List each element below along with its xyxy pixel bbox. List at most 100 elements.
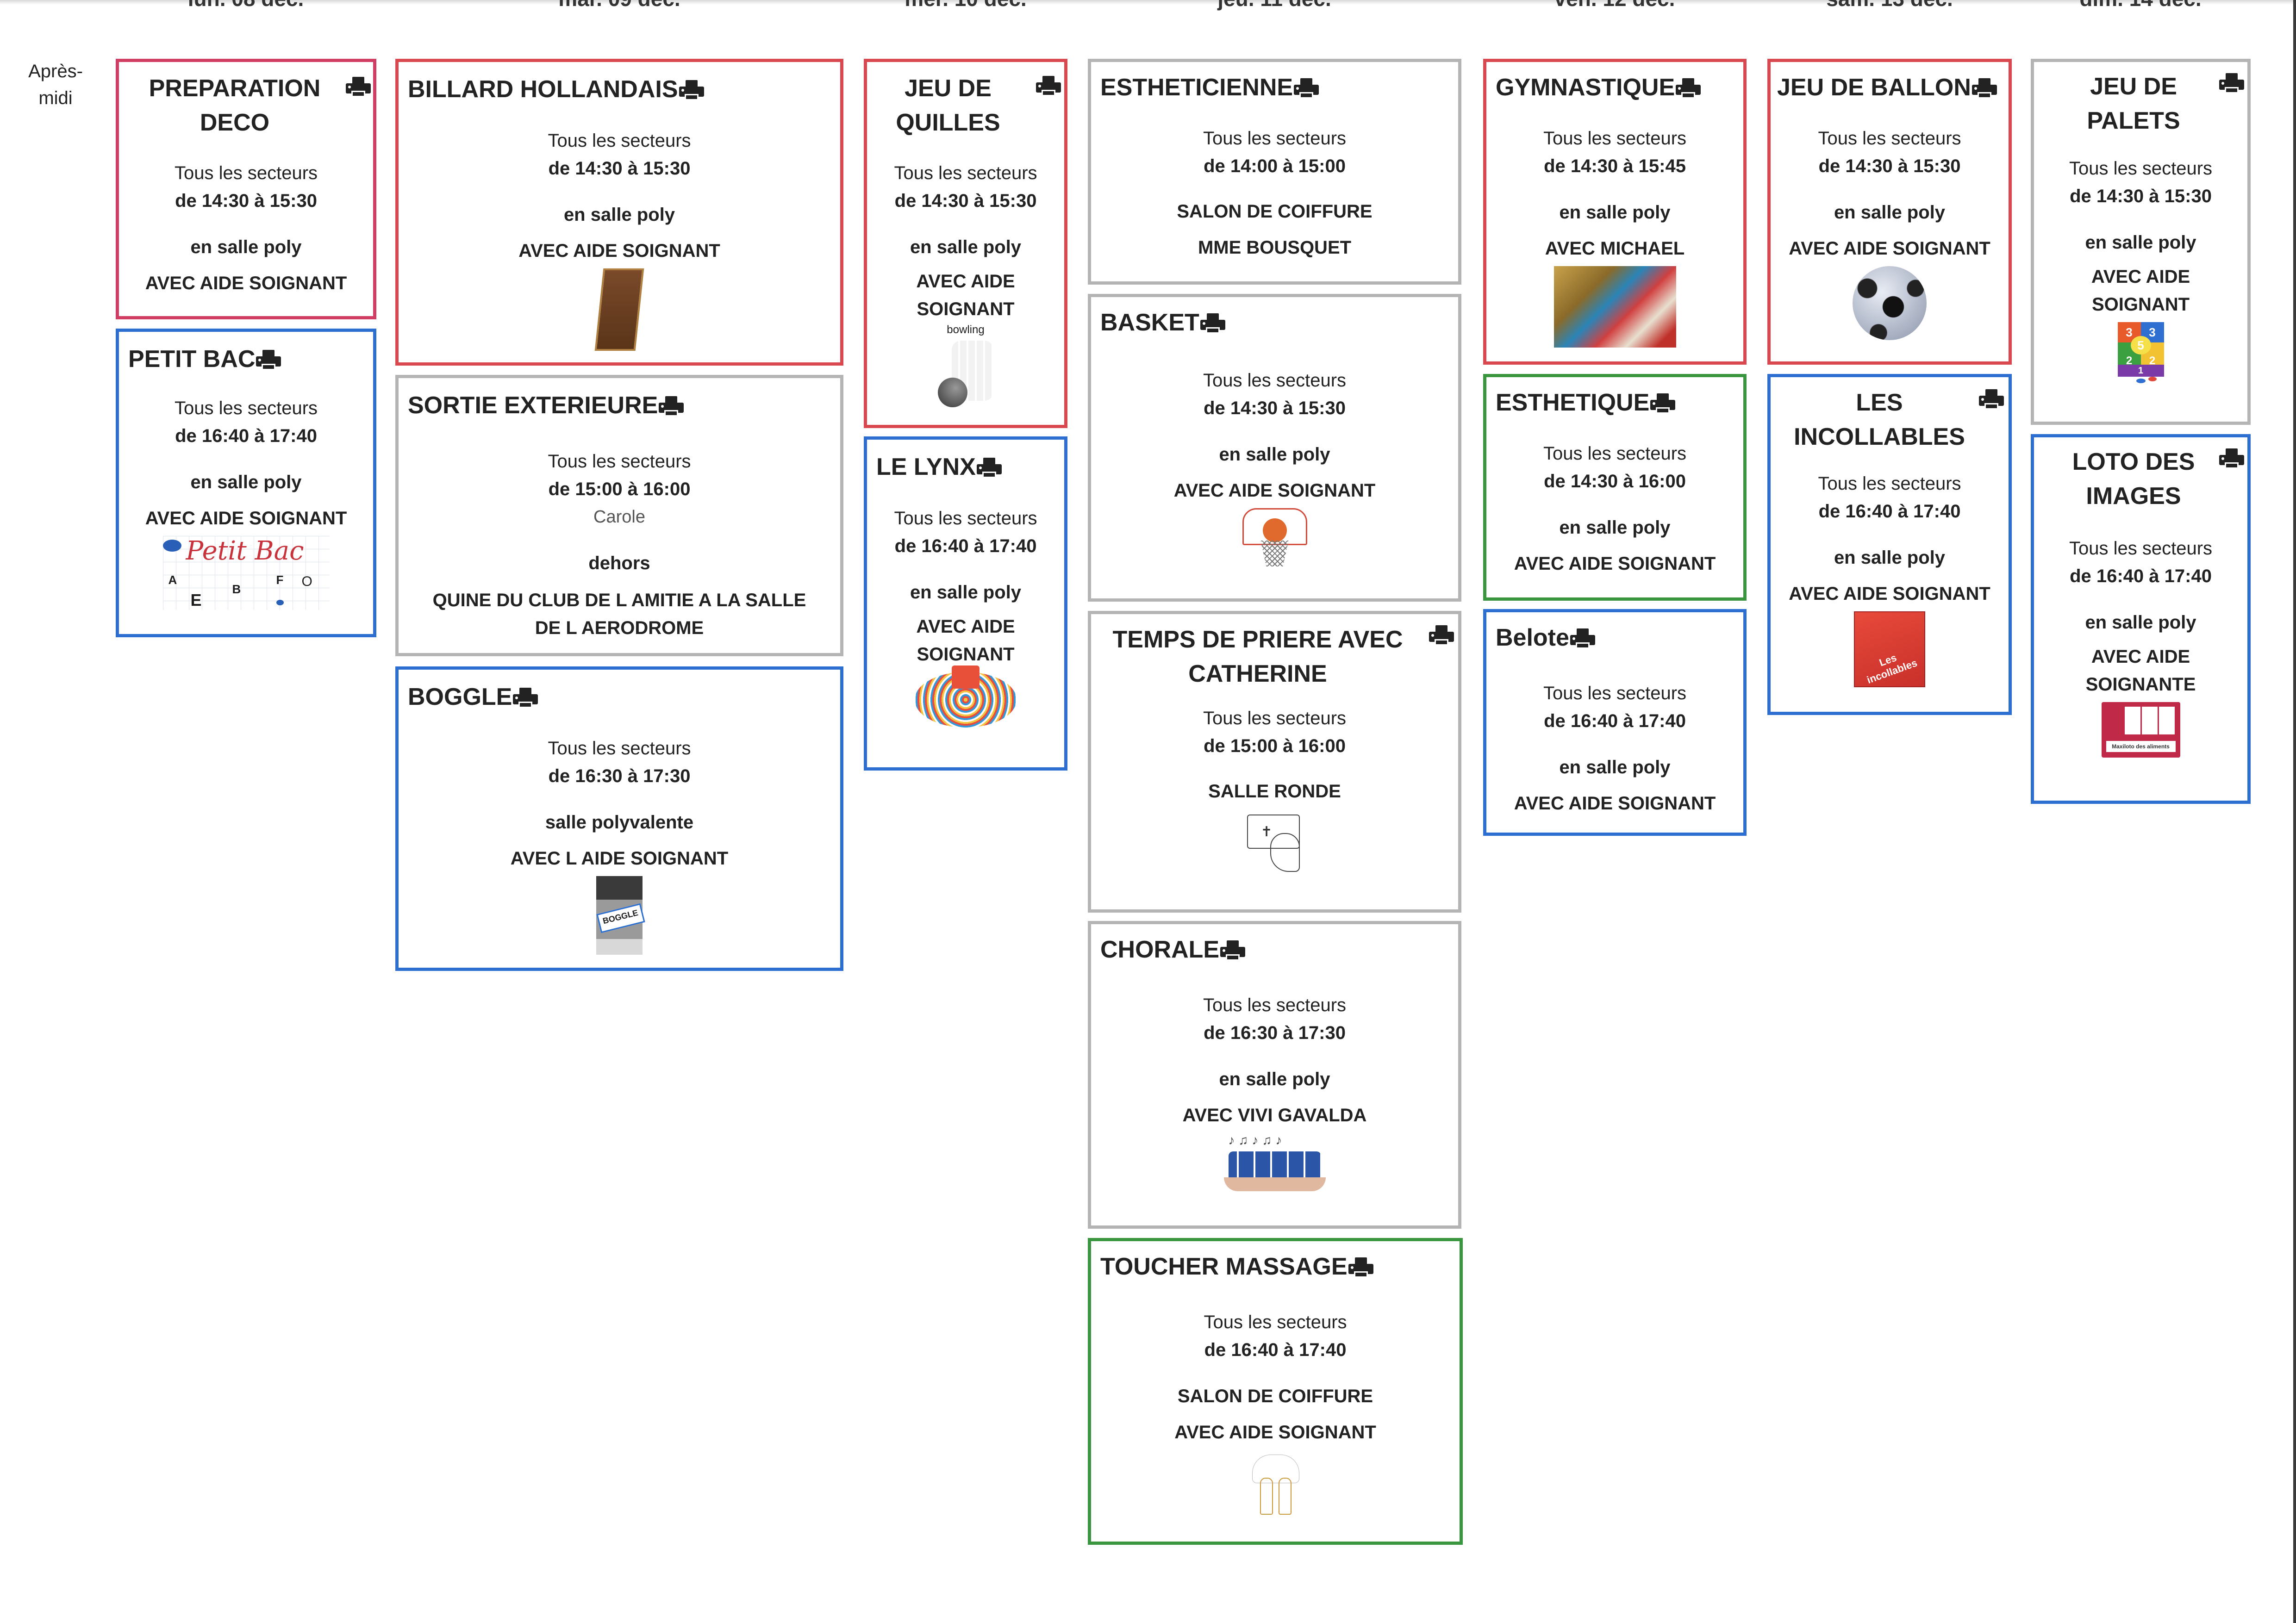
staff-text-line-1: AVEC AIDE	[2091, 647, 2190, 667]
cross-icon: ✝	[1260, 824, 1273, 839]
day-header-5: ven. 12 déc.	[1554, 0, 1675, 11]
activity-card-chorale[interactable]: CHORALE Tous les secteurs de 16:30 à 17:…	[1088, 921, 1461, 1229]
staff-text-line-1: AVEC AIDE	[916, 616, 1015, 637]
printer-icon[interactable]	[1294, 78, 1319, 99]
staff-text: AVEC L AIDE SOIGNANT	[510, 848, 729, 869]
sectors-text: Tous les secteurs	[548, 738, 691, 759]
activity-title: ESTHETICIENNE	[1100, 70, 1319, 105]
zone-1: 1	[2117, 365, 2164, 377]
printer-icon[interactable]	[346, 77, 371, 98]
activity-card-temps-de-priere[interactable]: TEMPS DE PRIERE AVEC CATHERINE Tous les …	[1088, 611, 1461, 913]
staff-text: AVEC VIVI GAVALDA	[1182, 1105, 1367, 1126]
sectors-text: Tous les secteurs	[1818, 473, 1961, 494]
palets-board-image: 3 3 5 2 2 1	[2117, 322, 2164, 392]
printer-icon[interactable]	[1570, 628, 1595, 650]
staff-text: AVEC AIDE SOIGNANT	[1789, 238, 1990, 259]
printer-icon[interactable]	[1650, 393, 1676, 415]
staff-text: AVEC AIDE SOIGNANT	[518, 241, 720, 261]
back-outline-icon	[1252, 1455, 1299, 1483]
ink-blot-icon	[162, 540, 181, 552]
printer-icon[interactable]	[659, 396, 684, 417]
activity-details: Tous les secteurs de 14:30 à 15:30 en sa…	[867, 159, 1064, 410]
day-header-2: mar. 09 déc.	[558, 0, 680, 11]
staff-text-line-2: SOIGNANT	[917, 299, 1015, 319]
activity-details: Tous les secteurs de 16:30 à 17:30 salle…	[399, 734, 840, 955]
sectors-text: Tous les secteurs	[894, 163, 1037, 183]
printer-icon[interactable]	[1348, 1257, 1373, 1279]
time-text: de 16:30 à 17:30	[1204, 1023, 1346, 1043]
activity-card-boggle[interactable]: BOGGLE Tous les secteurs de 16:30 à 17:3…	[395, 666, 843, 971]
period-label: Après-midi	[28, 61, 83, 108]
printer-icon[interactable]	[2219, 448, 2244, 470]
organizer-text: Carole	[593, 507, 645, 527]
printer-icon[interactable]	[976, 458, 1002, 479]
printer-icon[interactable]	[1676, 78, 1701, 99]
loto-cards-icon	[2124, 707, 2176, 734]
palet-icon	[2148, 377, 2157, 381]
printer-icon[interactable]	[513, 688, 538, 709]
activity-details: Tous les secteurs de 14:30 à 15:45 en sa…	[1486, 124, 1743, 348]
letter: F	[276, 573, 284, 587]
printer-icon[interactable]	[1220, 940, 1246, 962]
activity-details: Tous les secteurs de 14:30 à 15:30 en sa…	[1771, 124, 2009, 340]
place-text: en salle poly	[1559, 202, 1671, 223]
activity-card-sortie-exterieure[interactable]: SORTIE EXTERIEURE Tous les secteurs de 1…	[395, 375, 843, 656]
activity-card-gymnastique[interactable]: GYMNASTIQUE Tous les secteurs de 14:30 à…	[1483, 59, 1747, 365]
activity-details: Tous les secteurs de 16:40 à 17:40 en sa…	[2034, 535, 2247, 758]
activity-details: Tous les secteurs de 15:00 à 16:00 SALLE…	[1091, 704, 1458, 875]
time-text: de 14:30 à 15:30	[175, 191, 317, 211]
time-text: de 16:40 à 17:40	[1818, 501, 1961, 522]
activity-card-le-lynx[interactable]: LE LYNX Tous les secteurs de 16:40 à 17:…	[864, 436, 1067, 771]
activity-card-billard-hollandais[interactable]: BILLARD HOLLANDAIS Tous les secteurs de …	[395, 59, 843, 366]
soccer-ball-image	[1853, 266, 1927, 340]
gym-class-photo	[1554, 266, 1676, 348]
activity-details: Tous les secteurs de 15:00 à 16:00 Carol…	[399, 448, 840, 642]
printer-icon[interactable]	[1200, 313, 1225, 335]
activity-card-jeu-de-quilles[interactable]: JEU DE QUILLES Tous les secteurs de 14:3…	[864, 59, 1067, 428]
sectors-text: Tous les secteurs	[174, 398, 318, 418]
time-text: de 14:30 à 15:30	[2070, 186, 2212, 206]
lynx-box-icon	[952, 665, 980, 689]
printer-icon[interactable]	[256, 350, 281, 371]
time-text: de 14:30 à 15:30	[548, 158, 691, 179]
activity-card-basket[interactable]: BASKET Tous les secteurs de 14:30 à 15:3…	[1088, 294, 1461, 602]
letter: O	[301, 574, 312, 589]
activity-card-les-incollables[interactable]: LES INCOLLABLES Tous les secteurs de 16:…	[1767, 374, 2012, 715]
activity-card-petit-bac[interactable]: PETIT BAC Tous les secteurs de 16:40 à 1…	[116, 329, 376, 637]
sectors-text: Tous les secteurs	[1203, 370, 1347, 391]
scan-top-shadow	[0, 0, 2296, 5]
printer-icon[interactable]	[1972, 78, 1997, 99]
activity-details: Tous les secteurs de 16:40 à 17:40 en sa…	[867, 504, 1064, 728]
activity-details: Tous les secteurs de 16:30 à 17:30 en sa…	[1091, 991, 1458, 1193]
place-text: en salle poly	[1559, 517, 1671, 538]
place-text: en salle poly	[2085, 612, 2196, 633]
printer-icon[interactable]	[2219, 73, 2244, 94]
printer-icon[interactable]	[1036, 76, 1061, 97]
letter: A	[168, 573, 177, 587]
sectors-text: Tous les secteurs	[2069, 158, 2213, 179]
activity-title: BOGGLE	[408, 680, 538, 714]
activity-card-belote[interactable]: Belote Tous les secteurs de 16:40 à 17:4…	[1483, 609, 1747, 836]
activity-card-loto-des-images[interactable]: LOTO DES IMAGES Tous les secteurs de 16:…	[2031, 434, 2251, 804]
activity-details: Tous les secteurs de 16:40 à 17:40 en sa…	[1486, 679, 1743, 817]
activity-card-estheticienne[interactable]: ESTHETICIENNE Tous les secteurs de 14:00…	[1088, 59, 1461, 285]
activity-card-jeu-de-ballon[interactable]: JEU DE BALLON Tous les secteurs de 14:30…	[1767, 59, 2012, 365]
activity-details: Tous les secteurs de 14:30 à 15:30 en sa…	[2034, 155, 2247, 392]
printer-icon[interactable]	[679, 80, 704, 101]
activity-card-toucher-massage[interactable]: TOUCHER MASSAGE Tous les secteurs de 16:…	[1088, 1238, 1463, 1545]
activity-title: LOTO DES IMAGES	[2072, 448, 2195, 510]
activity-card-jeu-de-palets[interactable]: JEU DE PALETS Tous les secteurs de 14:30…	[2031, 59, 2251, 425]
scan-right-edge	[2293, 0, 2296, 1623]
staff-text-line-2: SOIGNANTE	[2085, 674, 2196, 695]
printer-icon[interactable]	[1979, 389, 2004, 410]
sectors-text: Tous les secteurs	[548, 451, 691, 472]
zone-2-right-label: 2	[2149, 354, 2156, 367]
time-text: de 14:30 à 15:30	[1204, 398, 1346, 418]
activity-card-esthetique[interactable]: ESTHETIQUE Tous les secteurs de 14:30 à …	[1483, 374, 1747, 601]
boggle-logo-text: BOGGLE	[596, 903, 645, 933]
printer-icon[interactable]	[1429, 625, 1454, 647]
activity-card-preparation-deco[interactable]: PREPARATION DECO Tous les secteurs de 14…	[116, 59, 376, 319]
place-text: SALLE RONDE	[1208, 781, 1341, 802]
bowling-image	[938, 341, 993, 410]
sectors-text: Tous les secteurs	[174, 163, 318, 183]
